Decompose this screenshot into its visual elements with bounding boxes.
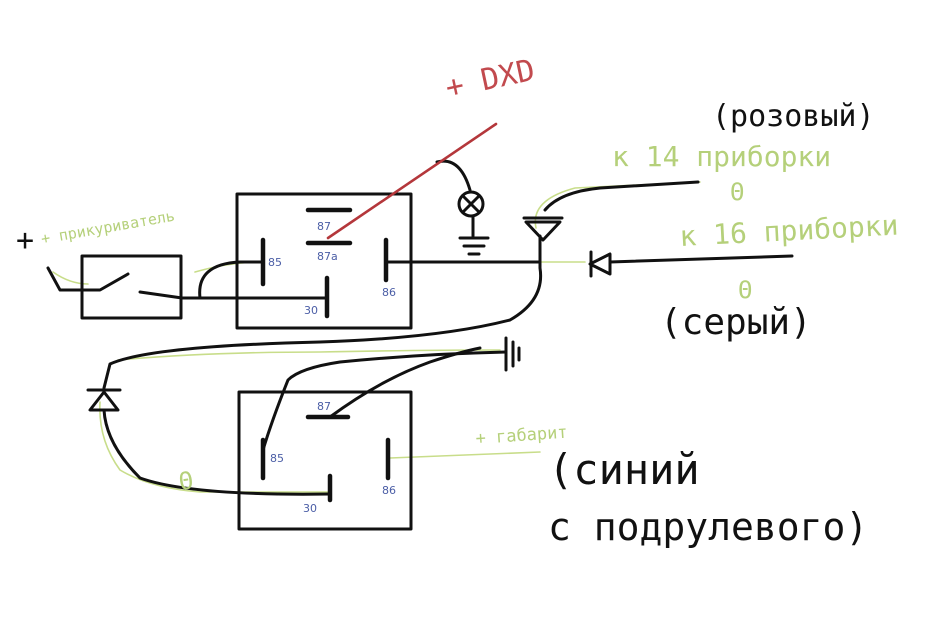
- relay-top-label-87a: 87a: [317, 250, 338, 263]
- label-to-16: к 16 приборки: [679, 209, 900, 253]
- label-plus-lighter: +: [16, 223, 34, 258]
- switch-icon: [46, 254, 184, 320]
- label-cigarette-lighter: + прикуриватель: [40, 207, 177, 248]
- label-dxd: + DXD: [442, 53, 538, 106]
- relay-bottom-label-86: 86: [382, 484, 396, 497]
- red-wire-dxd: [326, 122, 498, 240]
- relay-bottom-label-30: 30: [303, 502, 317, 515]
- label-blue-line1: (синий: [548, 445, 700, 494]
- diode-icon: [522, 216, 564, 242]
- ground-icon-lower: [504, 336, 521, 372]
- relay-bottom-body: [237, 390, 413, 531]
- switch-box: [80, 254, 183, 320]
- label-minus-14: Θ: [730, 178, 744, 206]
- relay-bottom-label-85: 85: [270, 452, 284, 465]
- label-minus-16: Θ: [738, 276, 752, 304]
- label-minus-lower: Θ: [177, 466, 195, 496]
- black-wires: [102, 159, 794, 496]
- relay-top-label-87: 87: [317, 220, 331, 233]
- diode-icon-left: [86, 388, 122, 412]
- relay-top-label-85: 85: [268, 256, 282, 269]
- label-grey-wire: (серый): [660, 302, 812, 343]
- label-pink-wire: (розовый): [712, 99, 875, 134]
- diode-icon-grey: [588, 250, 612, 278]
- relay-bottom-label-87: 87: [317, 400, 331, 413]
- relay-top-label-30: 30: [304, 304, 318, 317]
- label-to-14: к 14 приборки: [612, 140, 831, 173]
- lamp-icon: [457, 190, 485, 238]
- ground-icon: [458, 236, 490, 256]
- relay-bottom: 87 85 86 30: [237, 390, 413, 531]
- relay-top-label-86: 86: [382, 286, 396, 299]
- label-blue-line2: с подрулевого): [548, 505, 868, 549]
